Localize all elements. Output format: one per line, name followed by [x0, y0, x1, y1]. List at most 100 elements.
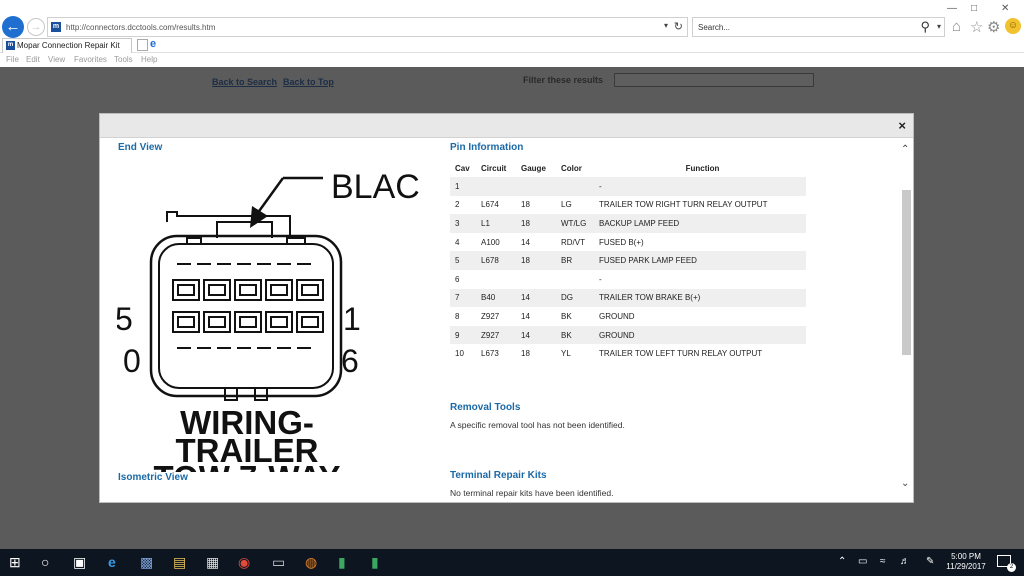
- orange-app-icon[interactable]: ◍: [305, 554, 318, 570]
- cell-gauge: 18: [521, 349, 530, 359]
- window-app-icon[interactable]: ▭: [272, 554, 286, 570]
- task-view-icon[interactable]: ▣: [73, 554, 87, 570]
- cell-cav: 5: [450, 251, 476, 270]
- cell-gauge: 18: [516, 214, 556, 233]
- search-dropdown-icon[interactable]: ▾: [936, 22, 941, 31]
- clock[interactable]: 5:00 PM 11/29/2017: [945, 552, 987, 572]
- browser-titlebar: ← → m http://connectors.dcctools.com/res…: [0, 0, 1024, 38]
- minimize-icon[interactable]: —: [947, 3, 957, 14]
- cell-color: [556, 270, 594, 289]
- menu-bar: File Edit View Favorites Tools Help: [0, 53, 1024, 67]
- terminal-repair-text: No terminal repair kits have been identi…: [450, 488, 614, 498]
- col-function: Function: [685, 164, 720, 173]
- close-icon[interactable]: ×: [898, 118, 906, 133]
- removal-tools-text: A specific removal tool has not been ide…: [450, 420, 625, 430]
- col-cav: Cav: [455, 164, 470, 173]
- home-icon[interactable]: ⌂: [952, 18, 962, 35]
- cell-circuit: B40: [476, 288, 516, 308]
- feedback-smiley-icon[interactable]: ☺: [1005, 18, 1021, 34]
- table-row: 8 Z927 14 BK GROUND: [450, 307, 806, 326]
- clock-time: 5:00 PM: [951, 552, 981, 561]
- cell-circuit: A100: [481, 237, 500, 247]
- cell-gauge: [516, 177, 556, 196]
- settings-gear-icon[interactable]: ⚙: [987, 19, 1001, 36]
- table-row: 5 L678 18 BR FUSED PARK LAMP FEED: [450, 251, 806, 270]
- cell-circuit: Z927: [481, 311, 500, 321]
- back-arrow-icon[interactable]: ←: [2, 16, 24, 38]
- action-center-icon[interactable]: [997, 555, 1011, 567]
- windows-start-icon[interactable]: ⊞: [9, 554, 21, 570]
- pen-icon[interactable]: ✎: [926, 556, 935, 567]
- cell-color: BK: [561, 311, 572, 321]
- table-row: 1 -: [450, 177, 806, 196]
- table-row: 7 B40 14 DG TRAILER TOW BRAKE B(+): [450, 288, 806, 308]
- maximize-icon[interactable]: □: [971, 3, 978, 14]
- chrome-icon[interactable]: ◉: [238, 554, 251, 570]
- pin-information-title: Pin Information: [450, 142, 524, 153]
- address-url[interactable]: http://connectors.dcctools.com/results.h…: [66, 23, 216, 32]
- favorites-star-icon[interactable]: ☆: [970, 19, 984, 36]
- tray-chevron-icon[interactable]: ⌃: [838, 556, 847, 567]
- taskbar-ie-icon[interactable]: e: [108, 554, 116, 570]
- cell-circuit: L1: [476, 214, 516, 233]
- tab-favicon-icon: m: [6, 41, 15, 50]
- window-close-icon[interactable]: ✕: [1001, 3, 1010, 14]
- cell-function: GROUND: [594, 325, 806, 345]
- tab-mopar[interactable]: m Mopar Connection Repair Kit: [2, 38, 132, 53]
- back-to-search-link[interactable]: Back to Search: [212, 77, 278, 87]
- cell-color: BR: [556, 251, 594, 270]
- green-app-2-icon[interactable]: ▮: [371, 554, 379, 570]
- filter-input[interactable]: [614, 73, 814, 87]
- pin-information-table: Cav Circuit Gauge Color Function 1 - 2 L…: [450, 160, 806, 363]
- pin-label-top-left: 5: [117, 301, 133, 337]
- search-icon[interactable]: ⚲: [920, 19, 930, 34]
- menu-favorites[interactable]: Favorites: [74, 55, 107, 64]
- scroll-thumb[interactable]: [902, 190, 911, 355]
- connector-caption-line-3: TOW 7-WAY: [153, 459, 340, 472]
- cell-cav: 7: [450, 288, 476, 308]
- cell-circuit: [476, 177, 516, 196]
- cell-cav: 6: [455, 274, 460, 284]
- modal-scrollbar[interactable]: ⌃ ⌄: [900, 142, 913, 497]
- battery-icon[interactable]: ▭: [858, 556, 868, 567]
- search-input[interactable]: Search... ⚲ ▾: [692, 17, 945, 37]
- cortana-icon[interactable]: ○: [41, 554, 50, 570]
- cell-cav: 2: [455, 200, 460, 210]
- store-icon[interactable]: ▦: [206, 554, 220, 570]
- forward-arrow-icon[interactable]: →: [27, 18, 45, 36]
- table-row: 3 L1 18 WT/LG BACKUP LAMP FEED: [450, 214, 806, 233]
- cell-circuit: Z927: [476, 325, 516, 345]
- connector-modal: × End View BLAC: [99, 113, 914, 503]
- volume-icon[interactable]: ♬: [900, 556, 910, 567]
- taskbar-app-icon[interactable]: ▩: [140, 554, 154, 570]
- green-app-icon[interactable]: ▮: [338, 554, 346, 570]
- cell-cav: 3: [450, 214, 476, 233]
- ie-logo-icon[interactable]: e: [150, 38, 157, 50]
- address-bar[interactable]: m http://connectors.dcctools.com/results…: [47, 17, 688, 37]
- address-dropdown-icon[interactable]: ▾: [663, 21, 668, 30]
- back-to-top-link[interactable]: Back to Top: [283, 77, 334, 87]
- cell-cav: 4: [455, 237, 460, 247]
- menu-edit[interactable]: Edit: [26, 55, 40, 64]
- wifi-icon[interactable]: ≈: [880, 556, 886, 567]
- tab-title: Mopar Connection Repair Kit: [17, 41, 120, 50]
- scroll-down-icon[interactable]: ⌄: [901, 478, 910, 489]
- table-row: 2 L674 18 LG TRAILER TOW RIGHT TURN RELA…: [450, 196, 806, 215]
- table-row: 4 A100 14 RD/VT FUSED B(+): [450, 233, 806, 252]
- table-row: 10 L673 18 YL TRAILER TOW LEFT TURN RELA…: [450, 344, 806, 363]
- menu-help[interactable]: Help: [141, 55, 158, 64]
- cell-function: TRAILER TOW BRAKE B(+): [594, 288, 806, 308]
- scroll-up-icon[interactable]: ⌃: [901, 144, 910, 155]
- menu-view[interactable]: View: [48, 55, 66, 64]
- file-explorer-icon[interactable]: ▤: [173, 554, 187, 570]
- refresh-icon[interactable]: ↻: [673, 21, 683, 33]
- menu-file[interactable]: File: [6, 55, 19, 64]
- new-tab-icon[interactable]: [137, 39, 148, 51]
- menu-tools[interactable]: Tools: [114, 55, 133, 64]
- site-favicon-icon: m: [51, 22, 61, 32]
- cell-function: TRAILER TOW RIGHT TURN RELAY OUTPUT: [599, 200, 768, 210]
- cell-gauge: 18: [521, 200, 530, 210]
- search-placeholder: Search...: [698, 23, 731, 32]
- cell-color: RD/VT: [561, 237, 585, 247]
- cell-cav: 10: [455, 349, 464, 359]
